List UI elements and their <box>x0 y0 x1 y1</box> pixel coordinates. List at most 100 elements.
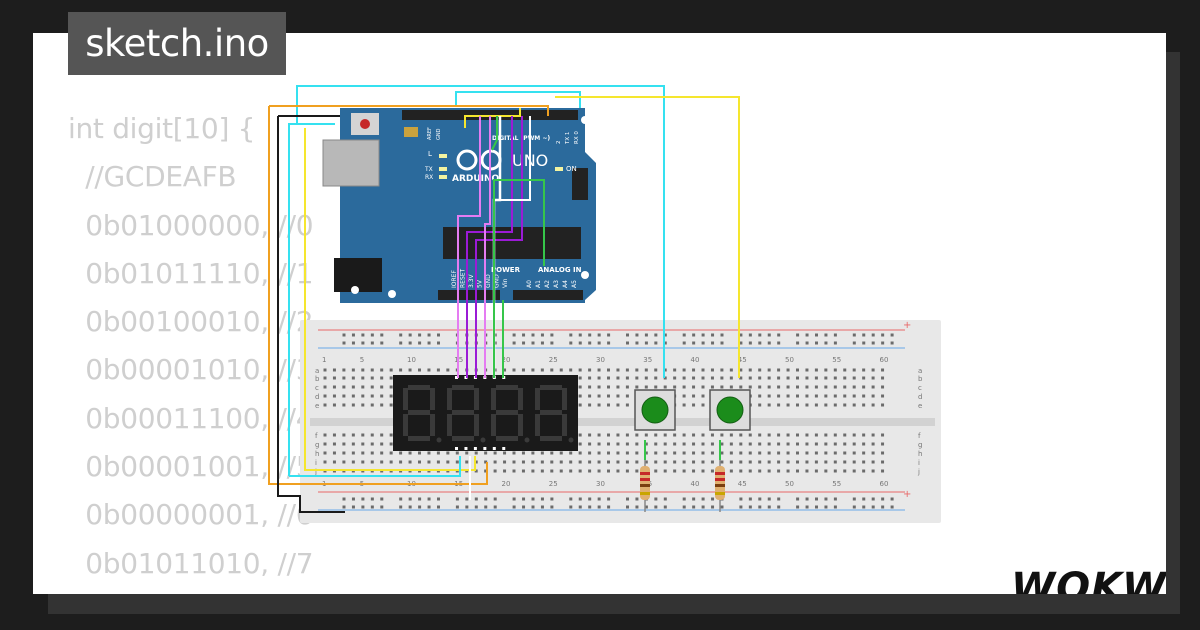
power-pin-label: 3.3V <box>468 273 475 288</box>
analog-label: ANALOG IN <box>538 266 582 274</box>
rx-label: RX <box>425 174 433 181</box>
power-label: POWER <box>491 266 521 274</box>
digital-pin-label: 2 <box>556 141 562 145</box>
row-letter-right: h <box>918 450 922 458</box>
aref-label: AREF <box>427 127 433 140</box>
display-digit: 8 <box>447 385 486 443</box>
analog-pin-label: A3 <box>553 280 560 288</box>
pushbutton-1[interactable] <box>634 389 676 431</box>
display-digit: 8 <box>403 385 442 443</box>
column-number-bottom: 60 <box>880 480 889 488</box>
usb-port <box>322 139 380 187</box>
row-letter-left: d <box>315 393 319 401</box>
power-pin-label: 5V <box>477 279 484 288</box>
icsp-header <box>572 168 588 200</box>
digital-pin-label: TX 1 <box>565 132 571 145</box>
gnd-label: GND <box>436 128 442 140</box>
power-header <box>438 290 500 300</box>
code-line: 0b00100010, //2 <box>68 305 314 339</box>
plus-top-right: + <box>903 320 911 331</box>
preview-card: int digit[10] { //GCDEAFB 0b01000000, //… <box>33 33 1166 594</box>
row-letter-left: g <box>315 441 319 449</box>
column-number-bottom: 45 <box>738 480 747 488</box>
row-letter-right: d <box>918 393 922 401</box>
row-letter-right: i <box>918 459 920 467</box>
column-number-top: 10 <box>407 356 416 364</box>
column-number-bottom: 20 <box>502 480 511 488</box>
row-letter-left: a <box>315 367 319 375</box>
row-letter-left: f <box>315 432 318 440</box>
row-letter-left: j <box>314 468 317 476</box>
power-jack <box>334 258 382 292</box>
power-pin-label: GND <box>485 274 492 288</box>
analog-pin-label: A0 <box>526 280 533 288</box>
column-number-bottom: 30 <box>596 480 605 488</box>
code-line: 0b00011100, //4 <box>68 401 314 435</box>
display-digit: 8 <box>535 385 574 443</box>
column-number-top: 40 <box>691 356 700 364</box>
analog-pin-label: A4 <box>562 280 569 288</box>
analog-header <box>513 290 583 300</box>
power-pin-label: GND <box>494 274 501 288</box>
code-line: 0b00000001, //6 <box>68 498 314 532</box>
display-digit: 8 <box>491 385 530 443</box>
code-line: 0b00001010, //3 <box>68 353 314 387</box>
wokwi-logo: WOKWi <box>1011 557 1166 594</box>
column-number-top: 30 <box>596 356 605 364</box>
code-preview: int digit[10] { //GCDEAFB 0b01000000, //… <box>68 105 314 594</box>
code-line: 0b01011110, //1 <box>68 256 314 290</box>
code-line: 0b01000000, //0 <box>68 208 314 242</box>
analog-pin-label: A5 <box>571 280 578 288</box>
column-number-top: 1 <box>322 356 326 364</box>
row-letter-left: b <box>315 375 320 383</box>
column-number-bottom: 40 <box>691 480 700 488</box>
row-letter-left: h <box>315 450 319 458</box>
column-number-top: 35 <box>643 356 652 364</box>
code-line: 0b01011010, //7 <box>68 546 314 580</box>
column-number-bottom: 25 <box>549 480 558 488</box>
code-line: //GCDEAFB <box>68 160 237 194</box>
row-letter-right: c <box>918 384 922 392</box>
tx-label: TX <box>424 166 433 173</box>
wires <box>268 85 740 513</box>
l-label: L <box>428 150 432 158</box>
column-number-bottom: 50 <box>785 480 794 488</box>
row-letter-right: g <box>918 441 922 449</box>
row-letter-right: f <box>918 432 921 440</box>
sketch-filename: sketch.ino <box>68 12 286 75</box>
resistor-2 <box>715 460 725 512</box>
analog-pin-label: A1 <box>535 280 542 288</box>
code-line: int digit[10] { <box>68 112 256 145</box>
digital-pin-label: RX 0 <box>574 131 580 144</box>
reset-button[interactable] <box>360 119 370 129</box>
row-letter-left: e <box>315 402 319 410</box>
row-letter-left: c <box>315 384 319 392</box>
column-number-top: 5 <box>360 356 364 364</box>
plus-bottom-right: + <box>903 489 911 500</box>
power-pin-label: Vin <box>502 278 509 288</box>
column-number-top: 60 <box>880 356 889 364</box>
analog-pin-label: A2 <box>544 280 551 288</box>
power-pin-label: RESET <box>460 268 467 288</box>
column-number-top: 20 <box>502 356 511 364</box>
pushbutton-2[interactable] <box>709 389 751 431</box>
row-letter-right: a <box>918 367 922 375</box>
board-brand: ARDUINO <box>452 174 500 184</box>
row-letter-right: j <box>917 468 920 476</box>
row-letter-right: b <box>918 375 923 383</box>
resistor-1 <box>640 460 650 512</box>
column-number-top: 25 <box>549 356 558 364</box>
row-letter-left: i <box>315 459 317 467</box>
arduino-uno: UNO ARDUINO DIGITAL (PWM ~) POWER ANALOG… <box>322 108 596 303</box>
column-number-top: 50 <box>785 356 794 364</box>
power-pin-label: IOREF <box>451 270 458 288</box>
column-number-top: 55 <box>832 356 841 364</box>
led-l <box>404 127 418 137</box>
column-number-bottom: 55 <box>832 480 841 488</box>
on-label: ON <box>566 165 577 173</box>
